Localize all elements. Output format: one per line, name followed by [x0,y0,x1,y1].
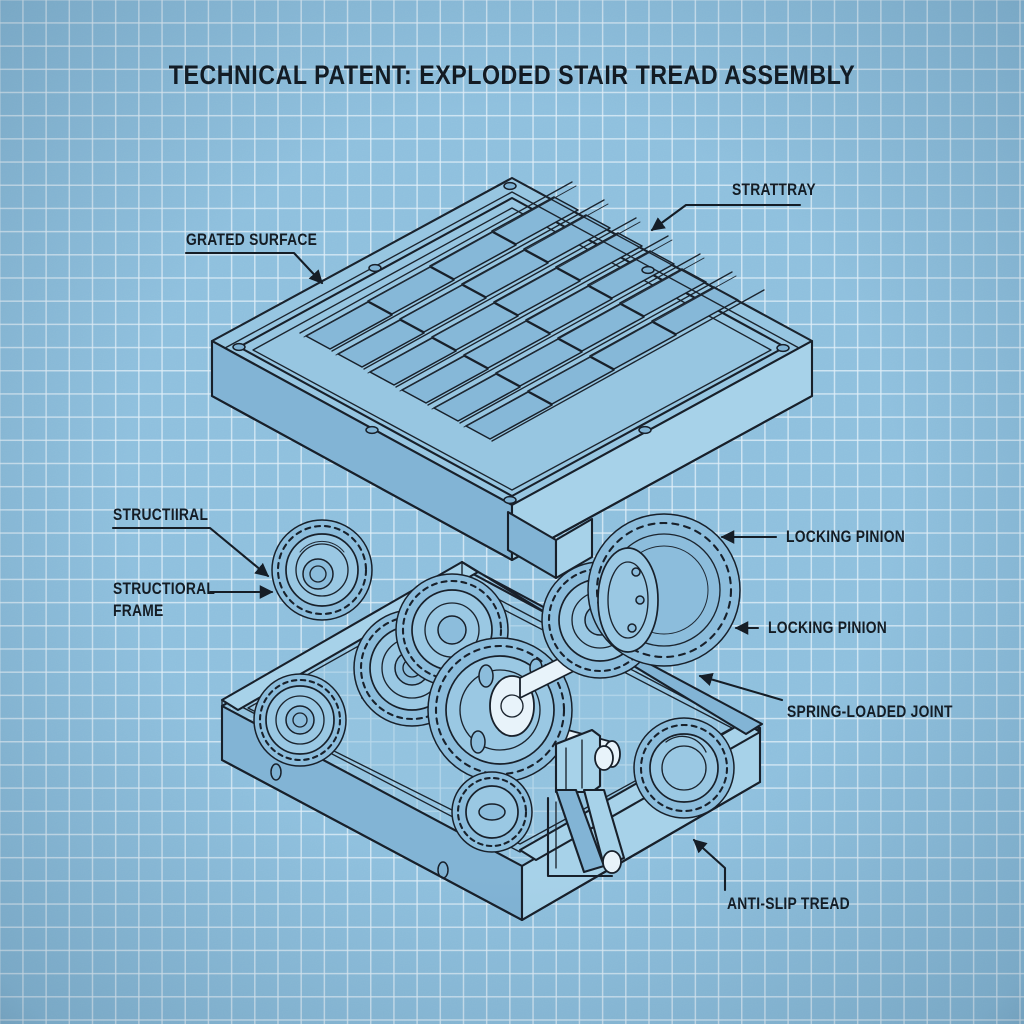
callout-anti-slip-tread: ANTI-SLIP TREAD [727,895,850,913]
callout-locking-pinion-upper: LOCKING PINION [786,528,906,546]
leader-structural-upper [111,526,270,578]
pinion-small-floor [451,771,533,853]
flange-disc [597,547,659,653]
leader-grated-surface [184,251,324,285]
gear-train-part [253,513,741,878]
grate-ribs [299,181,765,442]
spring-loaded-linkage [546,728,626,878]
leader-spring-loaded-joint [698,672,784,702]
callout-locking-pinion-lower: LOCKING PINION [768,619,888,637]
callout-structural-frame-line2: FRAME [113,602,164,620]
gear-frame-left [253,673,347,767]
callout-strat-tray: STRATTRAY [731,181,816,199]
callout-spring-loaded-joint: SPRING-LOADED JOINT [787,703,953,721]
gear-upper-left [271,519,373,621]
gear-lower-right [633,717,735,819]
callout-grated-surface: GRATED SURFACE [186,231,318,249]
page-title: TECHNICAL PATENT: EXPLODED STAIR TREAD A… [168,60,856,90]
leader-strat-tray [650,203,802,232]
leader-anti-slip-tread [692,838,727,892]
callout-structural-upper: STRUCTIIRAL [113,506,209,524]
callout-structural-frame-line1: STRUCTIORAL [113,580,216,598]
grated-tray-part [210,176,814,580]
